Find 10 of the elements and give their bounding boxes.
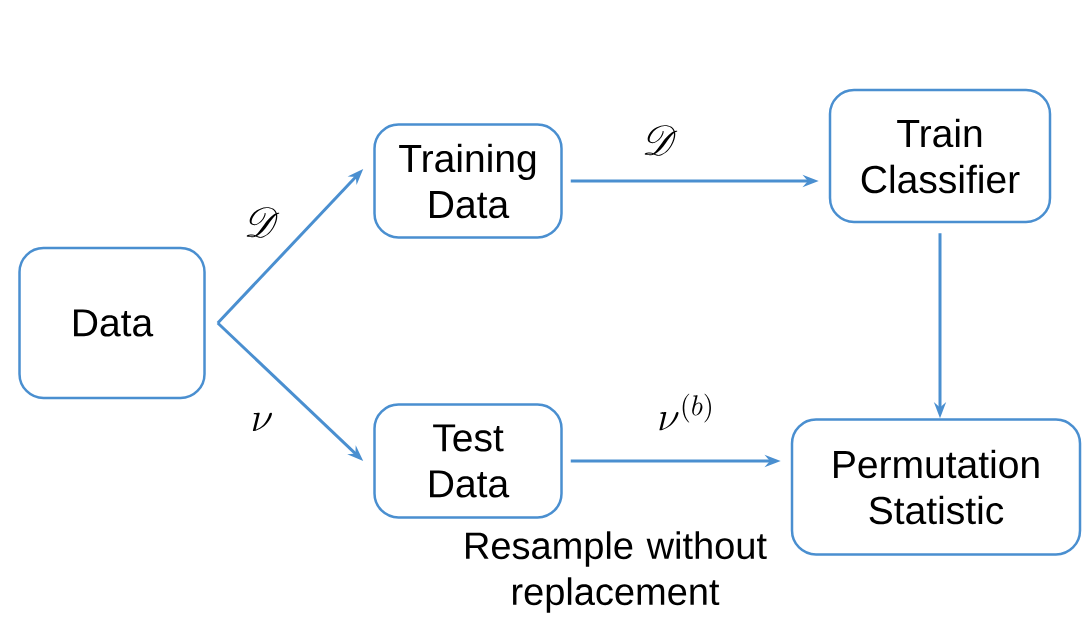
process-box: Data [18, 246, 206, 400]
edge-label: $\nu$ [252, 412, 272, 431]
edge-label: $\mathscr{D}$ [246, 207, 280, 238]
note-text: Resample without replacement [466, 531, 767, 613]
process-box: Train Classifier [828, 88, 1052, 224]
edge-label: $\nu^{(b)}$ [659, 393, 711, 431]
process-box: Test Data [373, 403, 563, 519]
process-box: Permutation Statistic [790, 418, 1082, 556]
edge-label: $\mathscr{D}$ [644, 125, 678, 156]
process-box: Training Data [373, 123, 563, 239]
